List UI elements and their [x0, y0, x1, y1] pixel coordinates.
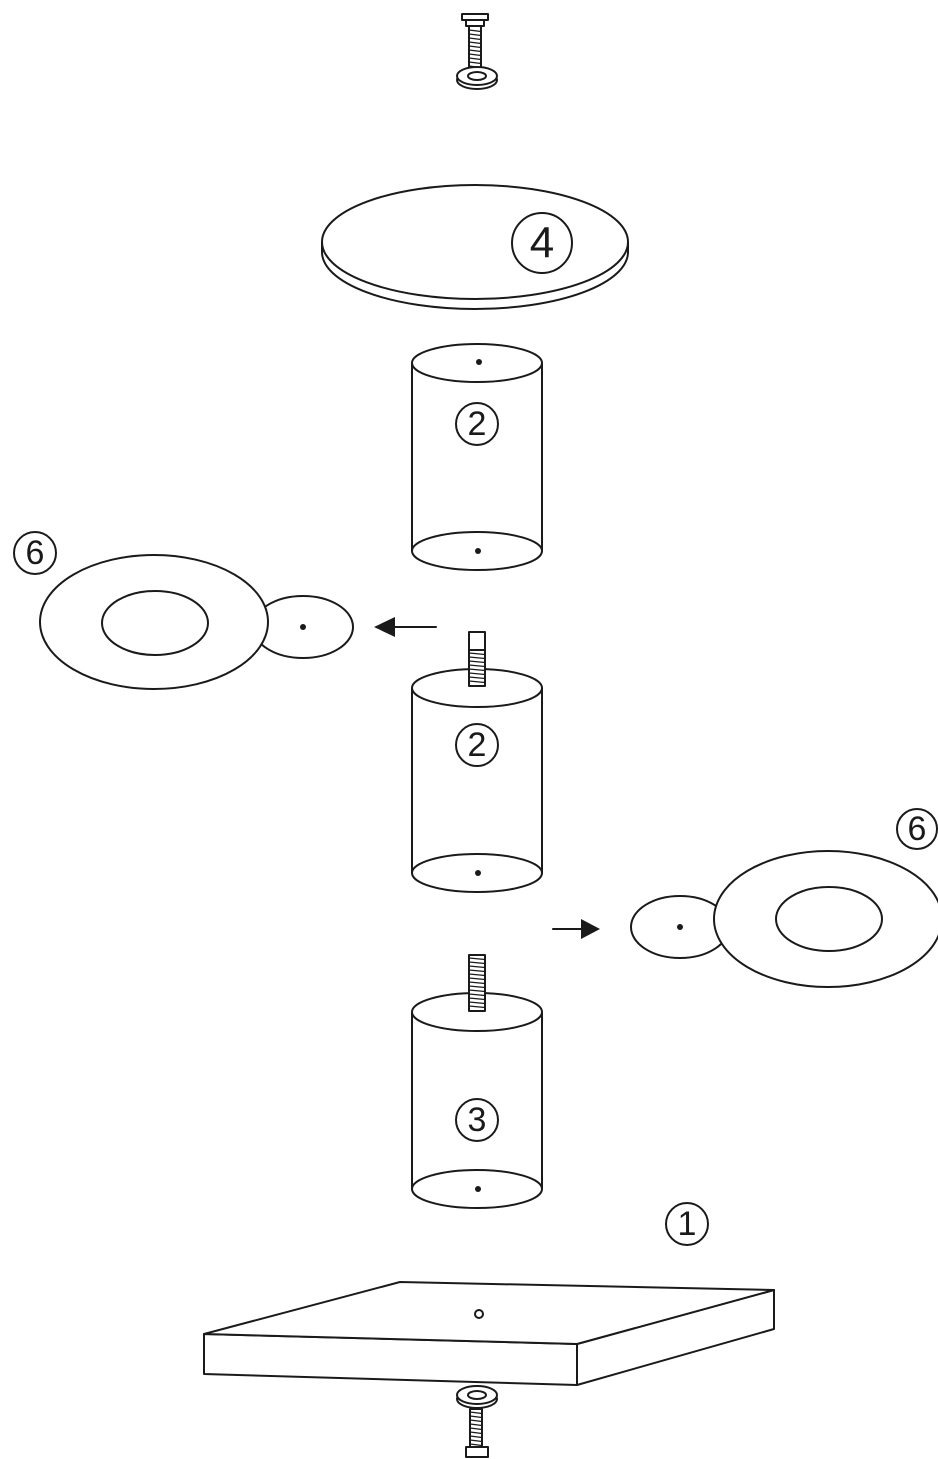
platform-right: 6 [630, 808, 938, 988]
thread-line [468, 33, 482, 37]
thread-line [468, 969, 486, 973]
thread-line [469, 1439, 483, 1443]
thread-line [468, 37, 482, 41]
thread-line [468, 957, 486, 961]
top-washer [456, 66, 498, 90]
thread-line [468, 57, 482, 61]
label-base-board: 1 [678, 1205, 697, 1243]
label-circle-3 [455, 1098, 499, 1142]
base-board: 1 [203, 1202, 775, 1386]
thread-line [469, 1419, 483, 1423]
label-platform-left: 6 [26, 534, 45, 572]
thread-line [469, 1411, 483, 1415]
top-plate: 4 [321, 184, 629, 310]
label-circle-6-left [13, 531, 57, 575]
thread-line [468, 53, 482, 57]
label-circle-2-middle [455, 723, 499, 767]
thread-line [468, 668, 486, 672]
thread-line [469, 1415, 483, 1419]
thread-line [468, 660, 486, 664]
thread-line [468, 965, 486, 969]
thread-line [468, 652, 486, 656]
thread-line [468, 45, 482, 49]
lower-stud [468, 954, 486, 1012]
thread-line [469, 1435, 483, 1439]
arrow-right [552, 919, 600, 939]
thread-line [468, 41, 482, 45]
upper-tube: 2 [411, 343, 543, 571]
thread-line [468, 973, 486, 977]
thread-line [469, 1431, 483, 1435]
label-middle-tube: 2 [468, 726, 487, 764]
thread-line [468, 961, 486, 965]
thread-line [469, 1423, 483, 1427]
platform-left: 6 [13, 531, 354, 690]
thread-line [468, 985, 486, 989]
label-top-plate: 4 [530, 219, 554, 268]
label-platform-right: 6 [908, 810, 927, 848]
thread-line [468, 29, 482, 33]
lower-tube: 3 [411, 992, 543, 1209]
thread-line [468, 676, 486, 680]
thread-line [468, 1005, 486, 1009]
thread-line [469, 1427, 483, 1431]
thread-line [468, 49, 482, 53]
label-lower-tube: 3 [468, 1101, 487, 1139]
label-circle-4 [511, 212, 573, 274]
thread-line [468, 61, 482, 65]
thread-line [468, 680, 486, 684]
thread-line [468, 997, 486, 1001]
label-upper-tube: 2 [468, 405, 487, 443]
thread-line [469, 1443, 483, 1447]
label-circle-1 [665, 1202, 709, 1246]
thread-line [468, 672, 486, 676]
top-bolt [461, 13, 489, 71]
thread-line [468, 1001, 486, 1005]
thread-line [468, 977, 486, 981]
thread-line [468, 993, 486, 997]
bottom-washer [456, 1385, 498, 1409]
thread-line [468, 664, 486, 668]
thread-line [468, 981, 486, 985]
arrow-left [374, 617, 437, 637]
label-circle-6-right [896, 808, 938, 850]
thread-line [468, 656, 486, 660]
bottom-bolt [465, 1408, 489, 1458]
middle-tube: 2 [411, 649, 543, 893]
label-circle-2-upper [455, 402, 499, 446]
thread-line [468, 989, 486, 993]
